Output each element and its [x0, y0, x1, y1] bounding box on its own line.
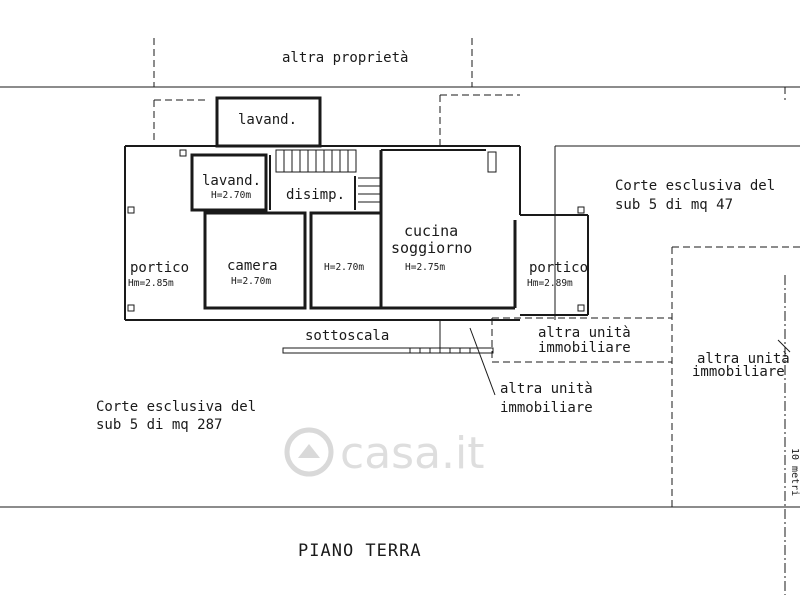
room-portico-right: portico: [529, 260, 588, 276]
room-portico-right-height: Hm=2.89m: [527, 278, 573, 289]
corte-left-line2: sub 5 di mq 287: [96, 417, 222, 433]
watermark-logo-icon: [284, 427, 334, 477]
altra-unita-b-line1: altra unità: [500, 381, 593, 397]
altra-unita-c-line2: immobiliare: [692, 364, 785, 380]
boundary-lines: [0, 38, 800, 595]
corte-right-line1: Corte esclusiva del: [615, 178, 775, 194]
room-camera: camera: [227, 258, 278, 274]
building-walls: [124, 96, 589, 396]
room-middle-height: H=2.70m: [324, 262, 364, 273]
watermark-house-icon: [298, 444, 320, 458]
scale-label: 10 metri: [789, 448, 800, 496]
room-labels: lavand. lavand. H=2.70m disimp. camera H…: [128, 112, 588, 344]
room-camera-height: H=2.70m: [231, 276, 271, 287]
corte-right-line2: sub 5 di mq 47: [615, 197, 733, 213]
floor-title: PIANO TERRA: [298, 541, 422, 561]
room-disimp: disimp.: [286, 187, 345, 203]
room-lavand-left-height: H=2.70m: [211, 190, 251, 201]
altra-unita-c-line1: altra unità: [697, 351, 790, 367]
room-sottoscala: sottoscala: [305, 328, 389, 344]
altra-unita-b-line2: immobiliare: [500, 400, 593, 416]
neighbour-label-top: altra proprietà: [282, 50, 408, 66]
stair-treads: [283, 150, 380, 203]
room-lavand-left: lavand.: [202, 173, 261, 189]
corte-left-line1: Corte esclusiva del: [96, 399, 256, 415]
watermark-text: casa.it: [340, 428, 485, 479]
room-cucina: cucina: [404, 222, 458, 240]
altra-unita-a-line2: immobiliare: [538, 340, 631, 356]
casa-it-watermark: casa.it: [284, 427, 485, 479]
room-soggiorno: soggiorno: [391, 239, 472, 257]
room-lavand-top: lavand.: [238, 112, 297, 128]
room-portico-left: portico: [130, 260, 189, 276]
room-cucina-height: H=2.75m: [405, 262, 445, 273]
area-labels: Corte esclusiva del sub 5 di mq 47 Corte…: [96, 178, 790, 433]
altra-unita-a-line1: altra unità: [538, 325, 631, 341]
room-portico-left-height: Hm=2.85m: [128, 278, 174, 289]
